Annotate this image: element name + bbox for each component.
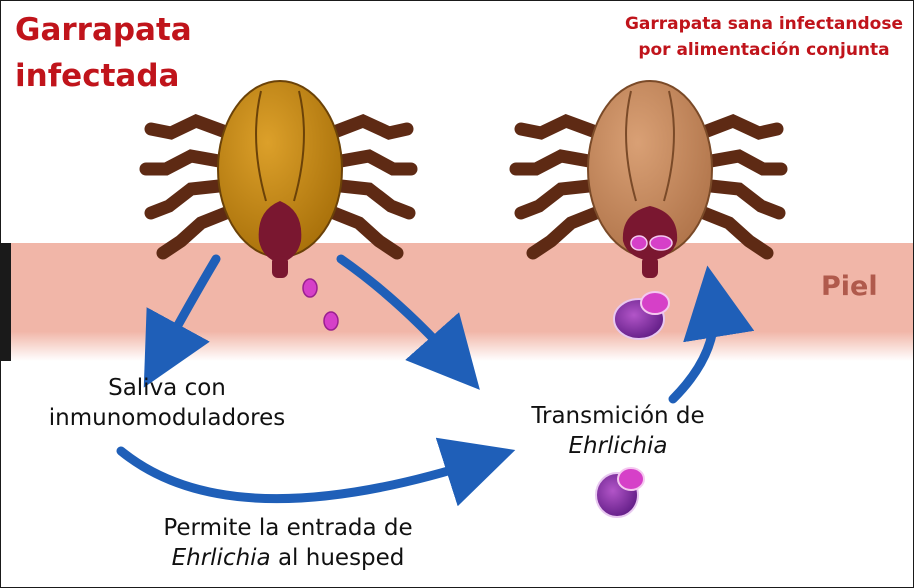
title-healthy-line1: Garrapata sana infectandose [625,11,903,37]
transmission-caption-organism: Ehrlichia [513,431,723,461]
saliva-caption: Saliva con inmunomoduladores [17,373,317,433]
saliva-caption-line2: inmunomoduladores [17,403,317,433]
title-infected-tick: Garrapata infectada [15,7,192,99]
title-healthy-tick: Garrapata sana infectandose por alimenta… [625,11,903,63]
entry-caption-line1: Permite la entrada de [133,513,443,543]
transmission-caption: Transmición de Ehrlichia [513,401,723,461]
skin-edge [1,243,11,361]
saliva-particle [324,312,338,330]
skin-label: Piel [821,271,878,302]
title-infected-line2: infectada [15,53,192,99]
entry-caption-organism: Ehrlichia [172,545,271,571]
infected-cell-below [596,468,644,517]
transmission-caption-line1: Transmición de [513,401,723,431]
entry-caption: Permite la entrada de Ehrlichia al huesp… [133,513,443,573]
arrow-entry [121,451,481,499]
entry-caption-rest: al huesped [271,545,405,571]
skin-layer [11,243,913,361]
saliva-caption-line1: Saliva con [17,373,317,403]
title-infected-line1: Garrapata [15,7,192,53]
entry-caption-line2: Ehrlichia al huesped [133,543,443,573]
title-healthy-line2: por alimentación conjunta [625,37,903,63]
saliva-particle [303,279,317,297]
